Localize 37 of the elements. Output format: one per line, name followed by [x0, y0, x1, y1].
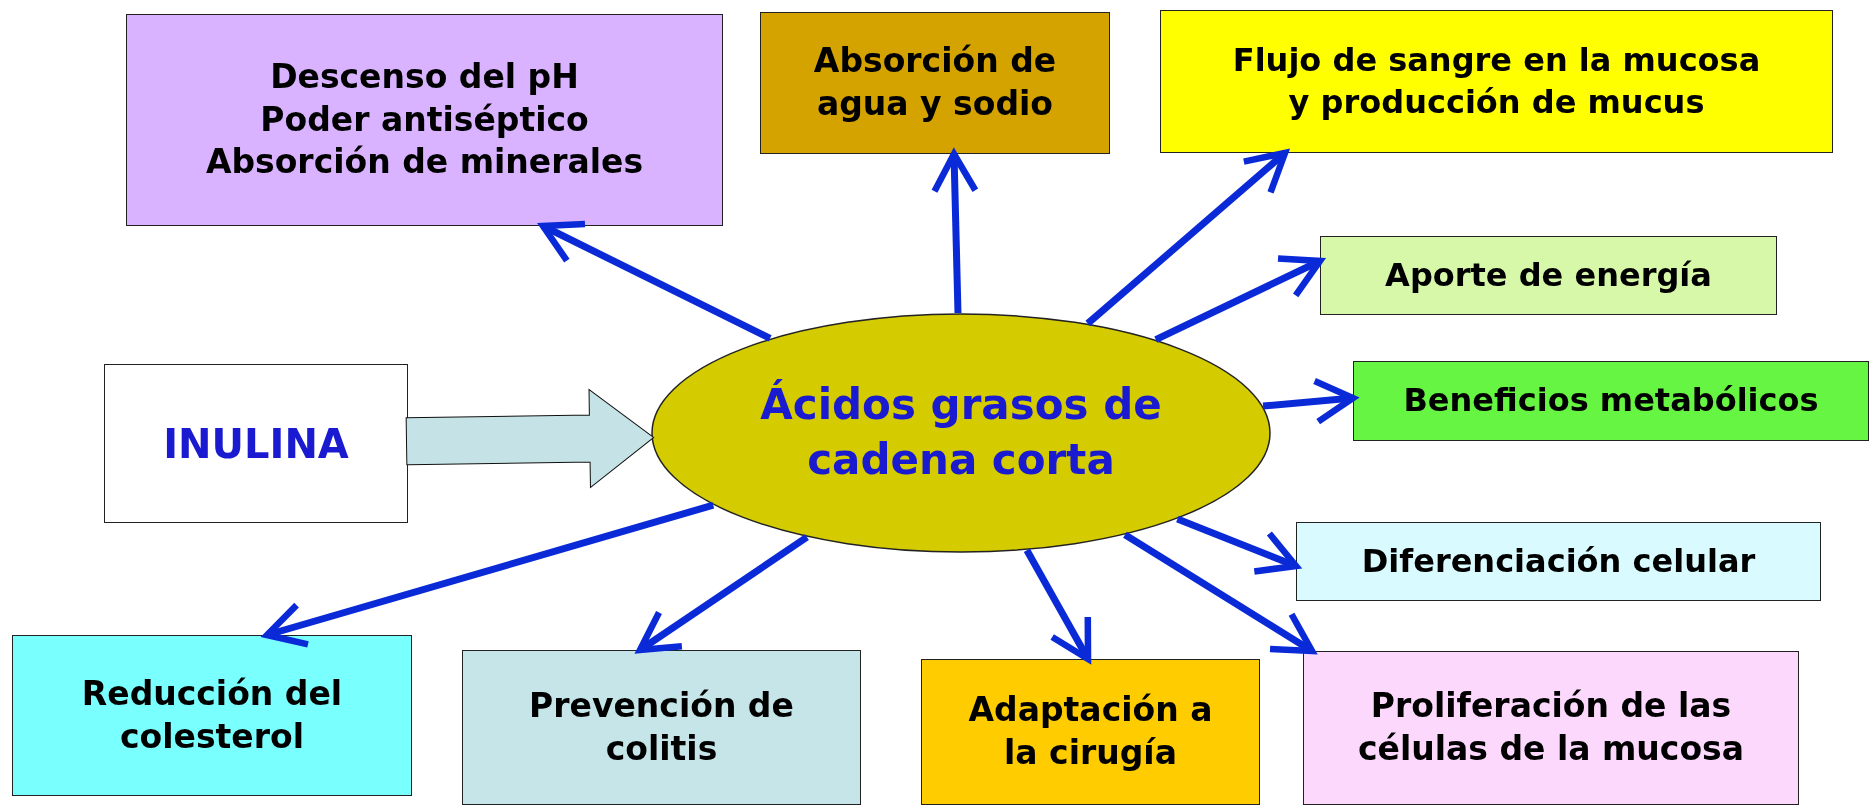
arrow	[1154, 255, 1324, 343]
arrow	[1176, 515, 1300, 575]
arrow	[931, 150, 979, 314]
arrow	[1023, 548, 1092, 663]
node-text: Aporte de energía	[1385, 254, 1712, 296]
arrow	[636, 534, 809, 654]
node-text: Absorción de minerales	[205, 141, 644, 184]
node-text: Reducción del colesterol	[80, 672, 344, 758]
node-text: Proliferación de las células de la mucosa	[1356, 685, 1745, 770]
node-text: Adaptación a la cirugía	[967, 689, 1214, 774]
arrow	[1123, 531, 1316, 655]
node-text: Ácidos grasos de cadena corta	[759, 378, 1163, 486]
text-box	[1320, 236, 1777, 315]
text-box	[921, 659, 1260, 805]
text-box	[1160, 10, 1833, 153]
node-text: Diferenciación celular	[1361, 540, 1756, 582]
text-box	[12, 635, 412, 796]
arrow	[1262, 377, 1357, 425]
arrow	[1085, 149, 1289, 327]
node-text: Flujo de sangre en la mucosa y producción de mucus	[1231, 39, 1762, 123]
node-text: Prevención de colitis	[528, 684, 795, 770]
node-text: Descenso del pH	[270, 55, 579, 98]
text-box	[104, 364, 408, 523]
node-text: INULINA	[163, 419, 349, 469]
text-box	[1303, 651, 1799, 805]
text-box	[126, 14, 723, 226]
text-box	[1296, 522, 1821, 601]
block-arrow	[405, 388, 655, 489]
node-text: Poder antiséptico	[260, 98, 589, 141]
text-box	[760, 12, 1110, 154]
arrow	[263, 501, 715, 648]
text-box	[1353, 361, 1869, 441]
ellipse-node	[651, 313, 1271, 553]
node-text: Beneficios metabólicos	[1403, 380, 1819, 422]
node-text: Absorción de agua y sodio	[812, 40, 1058, 125]
text-box	[462, 650, 861, 805]
arrow	[539, 220, 772, 342]
